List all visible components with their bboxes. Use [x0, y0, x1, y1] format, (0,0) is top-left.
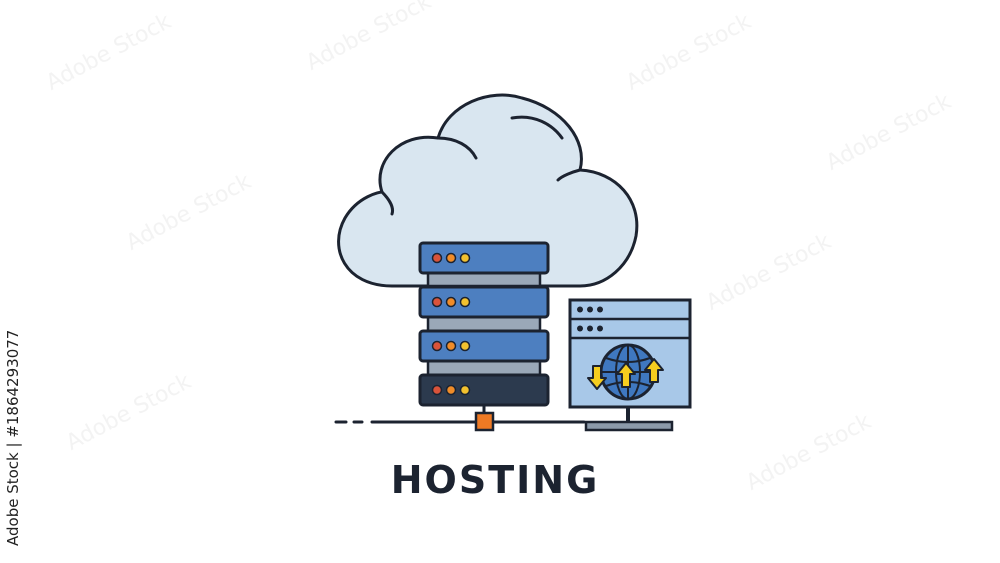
server-rack-icon	[418, 241, 550, 407]
network-line-icon	[334, 405, 586, 432]
cloud-icon	[337, 93, 639, 288]
stock-image-id: Adobe Stock | #1864293077	[4, 329, 22, 546]
hosting-title: HOSTING	[390, 458, 600, 502]
transfer-arrows-icon	[587, 358, 664, 390]
web-monitor-icon	[568, 298, 692, 432]
